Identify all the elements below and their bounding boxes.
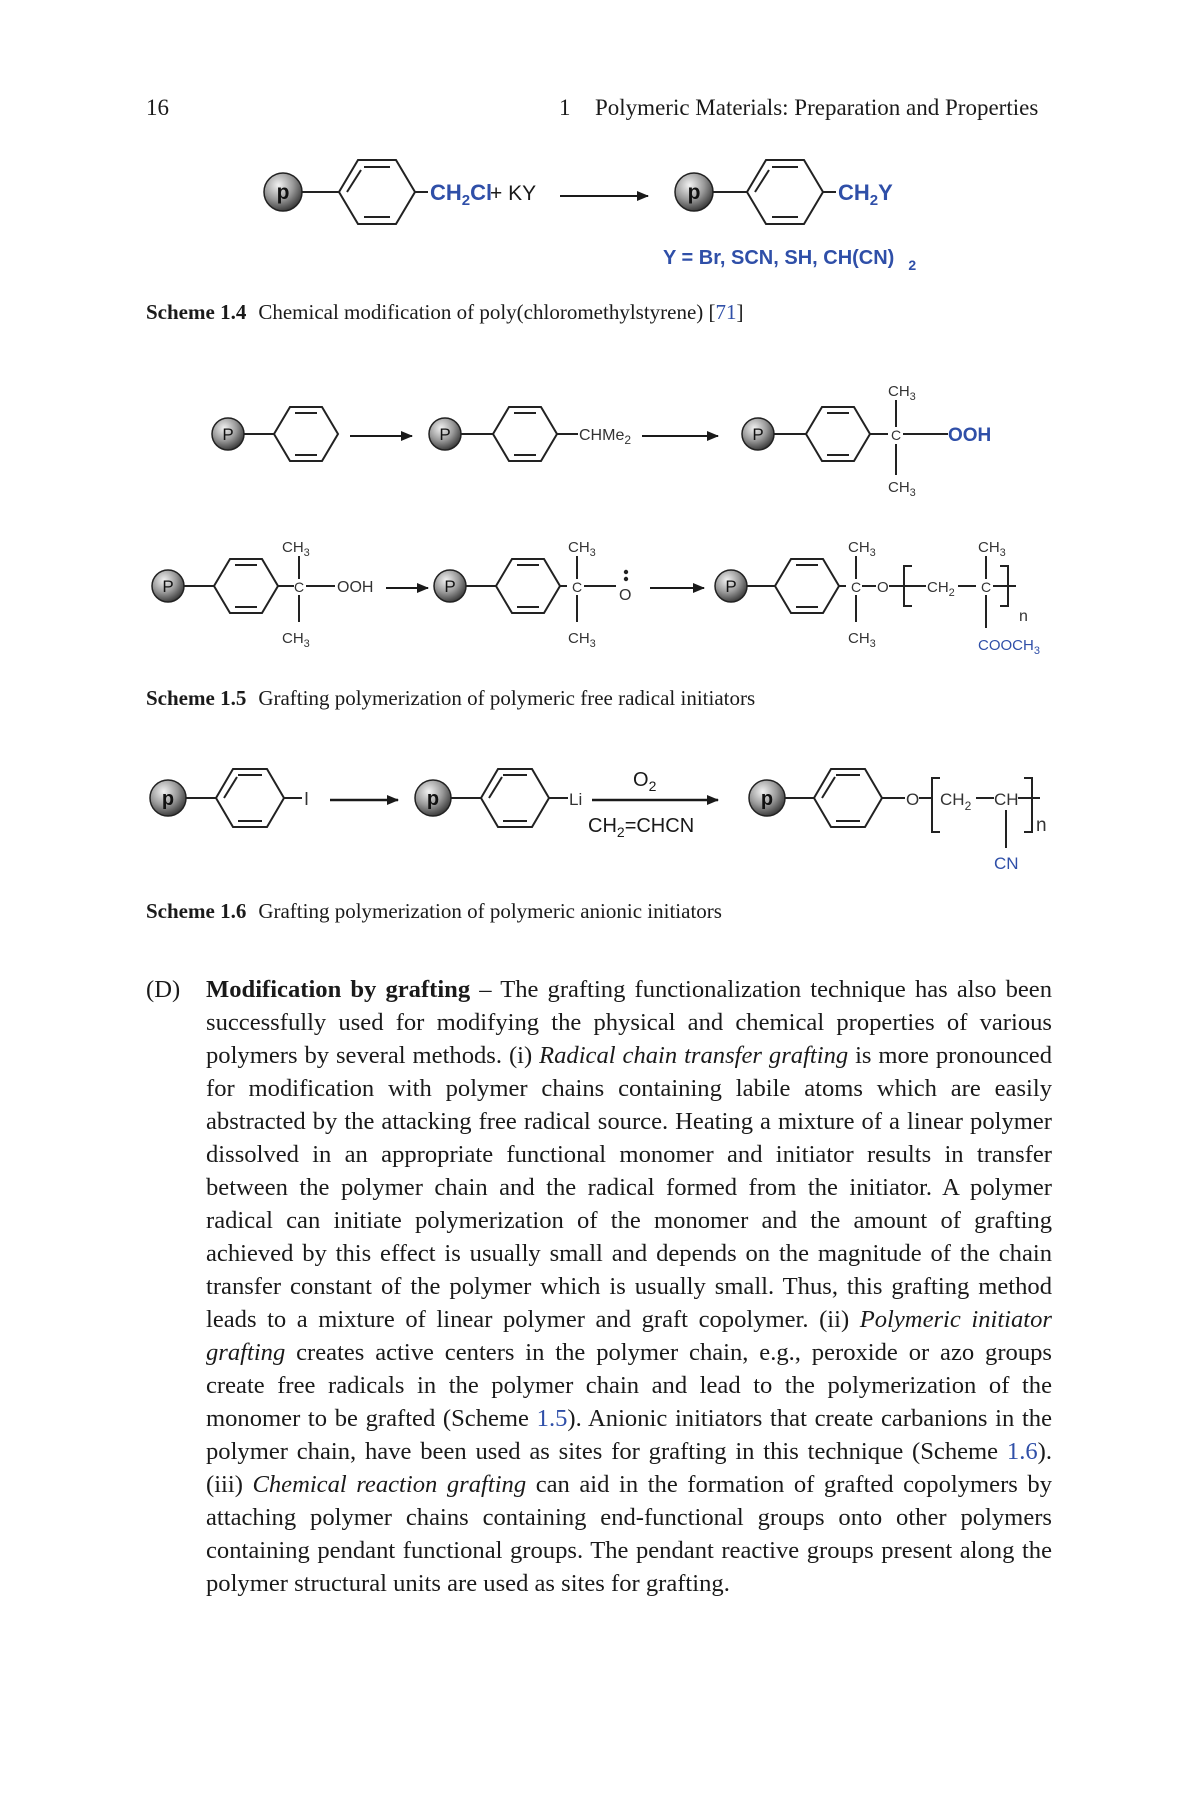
label-cooch3: COOCH3 (978, 637, 1040, 657)
svg-text:P: P (725, 577, 736, 596)
benzene-ring-icon (214, 768, 286, 828)
svg-text:n: n (1036, 815, 1047, 836)
svg-text:C: C (572, 579, 582, 595)
scheme-reference-link[interactable]: 1.5 (536, 1405, 568, 1432)
section-heading: Modification by grafting (206, 976, 471, 1003)
page-number: 16 (146, 95, 169, 120)
svg-text:I: I (304, 789, 309, 809)
svg-text:C: C (851, 579, 861, 595)
svg-text:CH3: CH3 (888, 383, 916, 403)
svg-text:p: p (427, 788, 439, 810)
svg-text:P: P (439, 425, 450, 444)
polymer-bead-icon: p (748, 779, 786, 817)
svg-text:CH3: CH3 (282, 630, 310, 650)
svg-text:P: P (222, 425, 233, 444)
svg-text:C: C (294, 579, 304, 595)
svg-text:C: C (981, 579, 991, 595)
svg-text:p: p (688, 181, 701, 204)
product-ch2y: CH2Y (838, 180, 893, 209)
svg-text:O: O (906, 790, 919, 809)
paragraph-text: Modification by grafting – The grafting … (206, 976, 1052, 1597)
chapter-number: 1 (559, 95, 571, 120)
svg-text:p: p (761, 788, 773, 810)
svg-text:CH3: CH3 (978, 539, 1006, 559)
svg-text:n: n (1019, 608, 1028, 625)
polymer-bead-icon: p (149, 779, 187, 817)
reagent-o2: O2 (633, 769, 657, 794)
benzene-ring-icon (272, 406, 340, 462)
reagent-ky: + KY (490, 182, 536, 205)
svg-text:P: P (444, 577, 455, 596)
svg-text:CH: CH (994, 790, 1019, 809)
polymer-bead-icon: p (263, 172, 303, 212)
svg-text:CH3: CH3 (848, 539, 876, 559)
svg-text:CH3: CH3 (282, 539, 310, 559)
label-ooh: OOH (948, 425, 991, 446)
label-cn: CN (994, 854, 1019, 873)
svg-text:CH2: CH2 (927, 579, 955, 599)
benzene-ring-icon (479, 768, 551, 828)
svg-text:p: p (162, 788, 174, 810)
svg-text:CH3: CH3 (568, 539, 596, 559)
scheme-1-6: p I p Li O2 CH2=CHCN p O CH2 CH CN (149, 768, 1047, 873)
y-definition: Y = Br, SCN, SH, CH(CN)2 (663, 247, 916, 273)
item-label: (D) (146, 976, 181, 1003)
svg-text:C: C (891, 427, 901, 443)
scheme-reference-link[interactable]: 1.6 (1006, 1438, 1038, 1465)
label-chme2: CHMe2 (579, 427, 631, 447)
scheme-1-4: p CH2Cl + KY p CH2Y Y = Br, SCN, SH, CH(… (263, 159, 916, 273)
svg-text:Li: Li (569, 790, 582, 809)
reference-link[interactable]: 71 (715, 300, 737, 324)
polymer-bead-icon: p (414, 779, 452, 817)
benzene-ring-icon (812, 768, 884, 828)
scheme-1-5: P P CHMe2 P CH3 C CH3 OOH P (151, 383, 1040, 657)
running-title: Polymeric Materials: Preparation and Pro… (595, 95, 1039, 120)
svg-text:O: O (877, 579, 889, 596)
reagent-ch2cl: CH2Cl (430, 180, 492, 209)
label-o-radical: O (619, 587, 631, 604)
svg-text:P: P (162, 577, 173, 596)
svg-text:CH2: CH2 (940, 790, 972, 813)
svg-text:p: p (277, 181, 290, 204)
svg-text:CH3: CH3 (888, 479, 916, 499)
reagent-acrylonitrile: CH2=CHCN (588, 815, 694, 840)
polymer-bead-icon: p (674, 172, 714, 212)
svg-text:CH3: CH3 (848, 630, 876, 650)
svg-text:CH3: CH3 (568, 630, 596, 650)
svg-text:OOH: OOH (337, 579, 373, 596)
svg-text:P: P (752, 425, 763, 444)
